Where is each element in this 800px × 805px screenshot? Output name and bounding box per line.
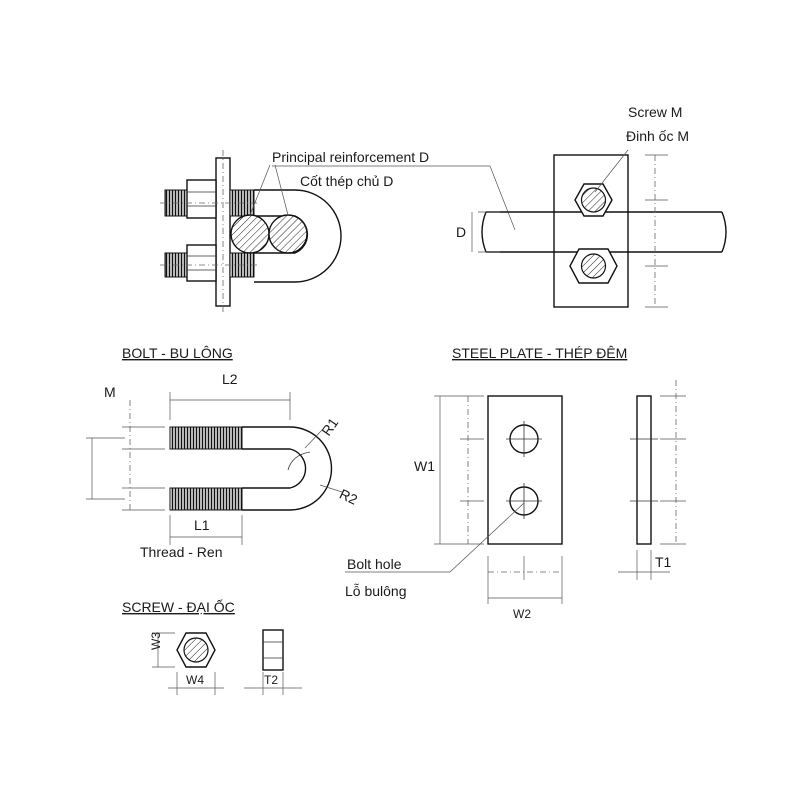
label-t2: T2	[264, 673, 278, 687]
label-w3: W3	[149, 632, 163, 650]
screw-side	[262, 629, 284, 671]
steel-plate-side	[636, 395, 652, 545]
label-principal-reinforcement: Principal reinforcement D	[272, 149, 429, 165]
label-bolt-hole: Bolt hole	[347, 556, 402, 572]
label-d: D	[456, 224, 466, 240]
bolt-drawing	[86, 392, 343, 545]
title-screw: SCREW - ĐẠI ỐC	[122, 598, 235, 615]
plate-front	[553, 154, 629, 308]
steel-plate-drawing	[345, 380, 686, 604]
bolt-thread-lower	[169, 487, 243, 511]
label-t1: T1	[655, 554, 672, 570]
label-screw-m: Screw M	[628, 104, 682, 120]
rebar-circle-2	[268, 214, 308, 254]
label-m: M	[104, 384, 116, 400]
assembly-front-view	[471, 149, 727, 308]
label-w1: W1	[414, 458, 435, 474]
label-cot-thep-chu: Cốt thép chủ D	[300, 173, 393, 189]
assembly-side-view	[160, 150, 342, 315]
rebar-circle-1	[230, 214, 270, 254]
label-l2: L2	[222, 371, 238, 387]
label-w2: W2	[513, 607, 531, 621]
steel-plate-front	[487, 395, 563, 545]
label-r1: R1	[318, 415, 341, 439]
label-r2: R2	[337, 486, 360, 508]
label-w4: W4	[186, 673, 204, 687]
lower-nut	[186, 244, 217, 282]
label-dinh-oc-m: Đinh ốc M	[626, 128, 689, 144]
title-bolt: BOLT - BU LÔNG	[122, 345, 233, 361]
label-lo-bulong: Lỗ bulông	[345, 583, 407, 599]
label-thread: Thread - Ren	[140, 544, 222, 560]
bolt-thread-upper	[169, 426, 243, 450]
upper-nut	[186, 179, 217, 219]
screw-drawing	[152, 629, 302, 695]
label-l1: L1	[194, 517, 210, 533]
title-steel-plate: STEEL PLATE - THÉP ĐÊM	[452, 345, 627, 361]
